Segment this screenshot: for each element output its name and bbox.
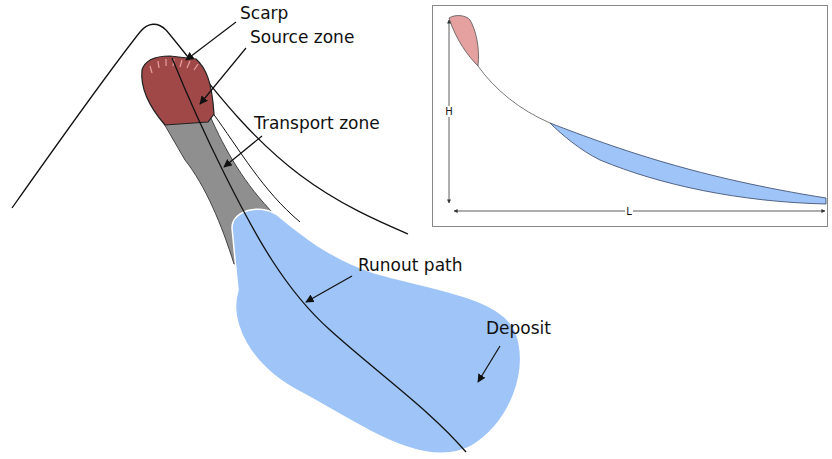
height-label: H — [444, 106, 454, 117]
source-zone — [142, 56, 214, 125]
length-arrow — [454, 211, 825, 212]
scarp-label: Scarp — [240, 4, 288, 23]
inset-deposit — [550, 123, 826, 204]
length-label: L — [625, 206, 633, 217]
deposit-area — [232, 209, 520, 453]
source-zone-label: Source zone — [250, 28, 354, 47]
inset-frame — [433, 6, 828, 227]
scarp-marks — [150, 59, 198, 73]
transport-zone-label: Transport zone — [254, 114, 380, 133]
deposit-label: Deposit — [486, 319, 551, 338]
runout-line — [172, 58, 466, 452]
inset-source — [449, 16, 479, 66]
runout-path-label: Runout path — [358, 256, 463, 275]
inset-slope — [478, 66, 550, 123]
